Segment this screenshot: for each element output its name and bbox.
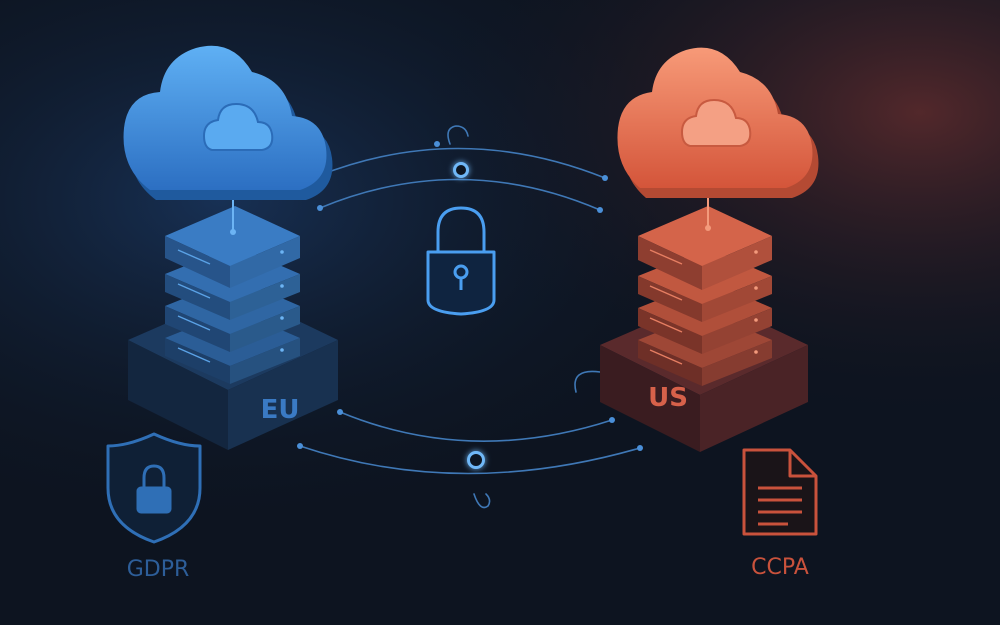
ccpa-label: CCPA — [751, 555, 809, 580]
glow-nodes — [453, 162, 485, 469]
us-platform-right — [700, 345, 808, 452]
arc-dot — [609, 417, 615, 423]
eu-connector-dot — [230, 229, 236, 235]
padlock-icon — [426, 206, 496, 316]
bottom-arc-hook — [473, 493, 491, 509]
ccpa-group: CCPA — [742, 448, 818, 580]
eu-cloud-inner-icon — [202, 102, 274, 151]
bottom-arc-outer — [299, 445, 641, 475]
padlock-shackle — [436, 206, 486, 252]
shield-lock-icon — [136, 464, 172, 514]
us-cloud-icon — [617, 47, 819, 198]
arc-dot — [434, 141, 440, 147]
right-arc-curve — [574, 370, 601, 393]
us-server-stack: US — [600, 188, 808, 452]
eu-server-stack: EU — [128, 190, 338, 450]
eu-server-unit — [165, 206, 300, 288]
top-node — [453, 162, 469, 178]
arc-dot — [317, 205, 323, 211]
arc-dot — [297, 443, 303, 449]
arc-dot — [602, 175, 608, 181]
connection-arcs — [299, 125, 641, 509]
us-platform-left — [600, 345, 700, 452]
document-icon — [742, 448, 818, 536]
top-arc-inner — [319, 178, 601, 211]
arc-dot — [597, 207, 603, 213]
top-arc-outer — [317, 147, 606, 179]
eu-platform-left — [128, 340, 228, 450]
gdpr-group: GDPR — [106, 432, 202, 582]
eu-label: EU — [261, 395, 300, 425]
eu-platform-right — [228, 340, 338, 450]
top-arc-hook — [447, 125, 469, 145]
gdpr-label: GDPR — [127, 557, 190, 582]
us-cloud-inner-icon — [680, 98, 752, 147]
arc-dot — [637, 445, 643, 451]
arc-dot — [337, 409, 343, 415]
us-label: US — [648, 383, 688, 413]
bottom-arc-inner — [339, 411, 613, 442]
eu-cloud-icon — [123, 45, 333, 201]
us-connector-dot — [705, 225, 711, 231]
us-server-unit — [638, 206, 772, 290]
bottom-node — [467, 451, 485, 469]
